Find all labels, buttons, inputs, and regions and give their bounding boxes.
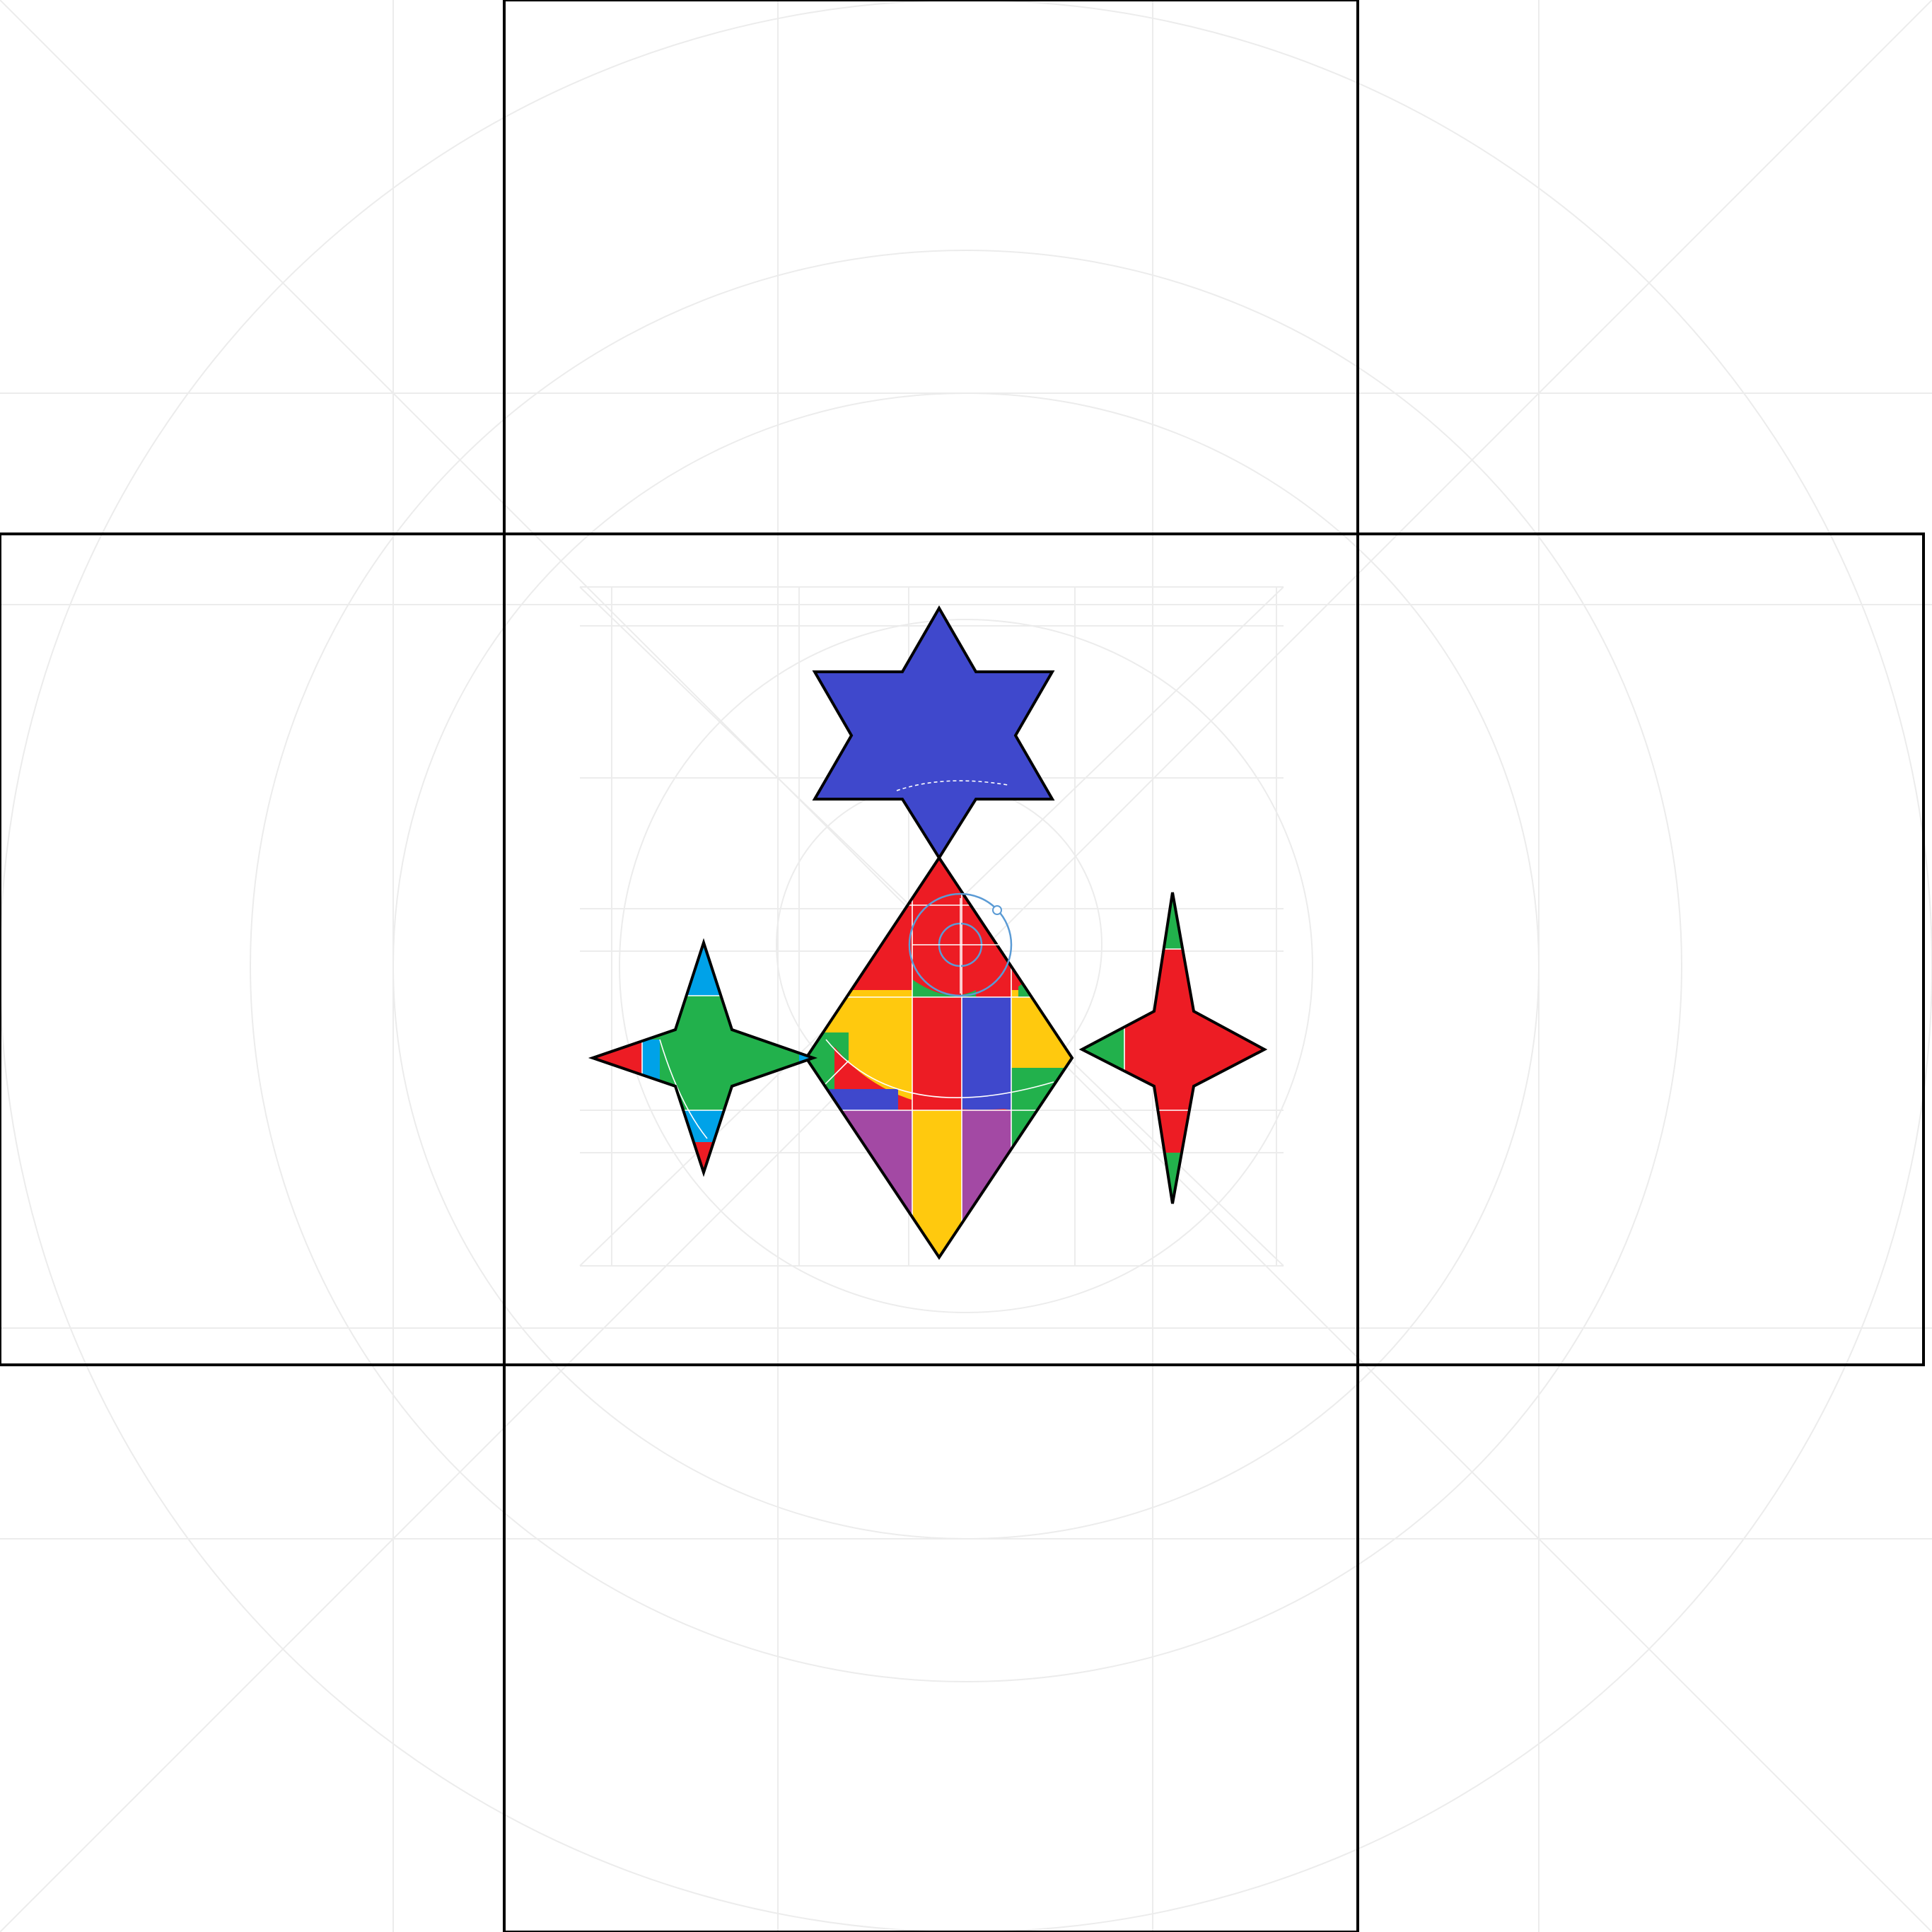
piece-six-point-star[interactable] [812, 605, 1055, 861]
piece-diamond[interactable] [804, 855, 1075, 1260]
grid-cell-right[interactable] [1356, 533, 1925, 1366]
grid-cell-left[interactable] [0, 533, 506, 1366]
grid-cell-bottom[interactable] [503, 1363, 1359, 1932]
rotate-handle-icon[interactable] [908, 892, 1013, 997]
piece-four-point-star-right[interactable] [1078, 892, 1268, 1204]
grid-cell-top[interactable] [503, 0, 1359, 535]
